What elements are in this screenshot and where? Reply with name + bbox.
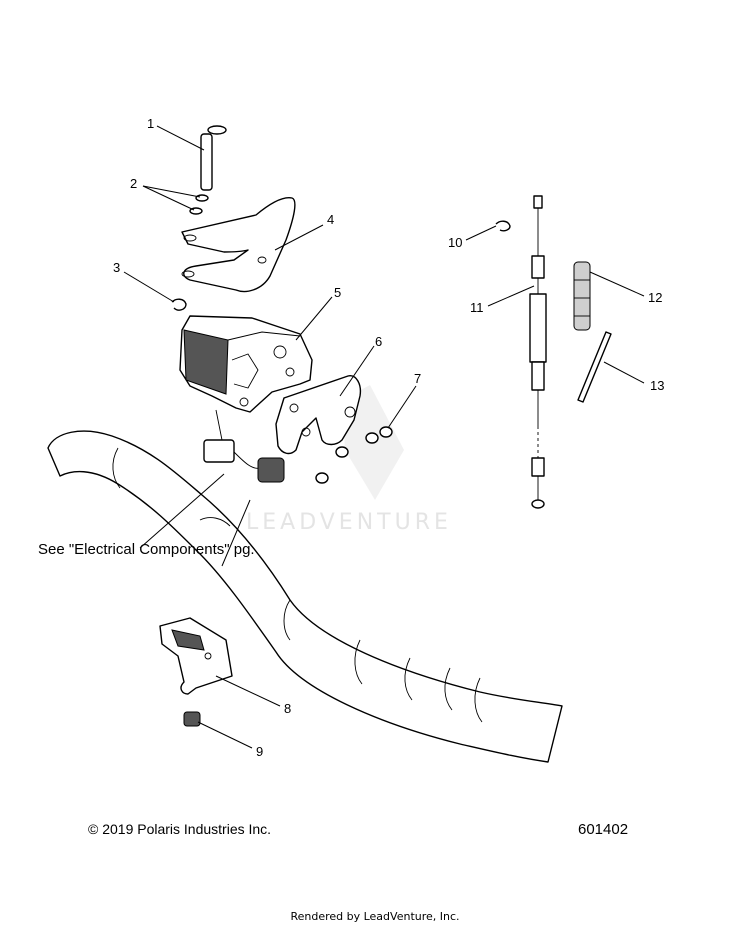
cable-part [529, 195, 547, 509]
drawing-number: 601402 [578, 821, 629, 838]
render-credit: Rendered by LeadVenture, Inc. [290, 910, 460, 923]
callout-8: 8 [284, 701, 291, 716]
clamp-part [275, 375, 362, 455]
screw-part [315, 426, 393, 484]
callout-11: 11 [470, 300, 484, 315]
callout-1: 1 [147, 116, 154, 131]
callout-3: 3 [113, 260, 120, 275]
bracket-part [181, 197, 296, 293]
callout-5: 5 [334, 285, 341, 300]
washer-part [189, 194, 209, 215]
callout-12: 12 [648, 290, 662, 305]
callout-4: 4 [327, 212, 334, 227]
callout-6: 6 [375, 334, 382, 349]
sleeve-part [573, 261, 591, 331]
housing-part [179, 315, 313, 413]
lever-housing-part [159, 617, 233, 695]
callout-2: 2 [130, 176, 137, 191]
leader-lines [123, 125, 645, 749]
callout-9: 9 [256, 744, 263, 759]
small-clip-part [495, 220, 511, 232]
clip-part [171, 298, 187, 311]
connector-part [203, 409, 285, 483]
set-screw-part [183, 711, 201, 727]
pin-part [200, 125, 227, 191]
copyright-text: © 2019 Polaris Industries Inc. [88, 821, 272, 837]
electrical-reference-note: See "Electrical Components" pg. [38, 541, 255, 558]
handlebar [47, 430, 563, 763]
callout-7: 7 [414, 371, 421, 386]
cable-tie-part [577, 331, 612, 403]
callout-10: 10 [448, 235, 462, 250]
watermark-text: LEADVENTURE [246, 510, 452, 535]
callout-13: 13 [650, 378, 664, 393]
